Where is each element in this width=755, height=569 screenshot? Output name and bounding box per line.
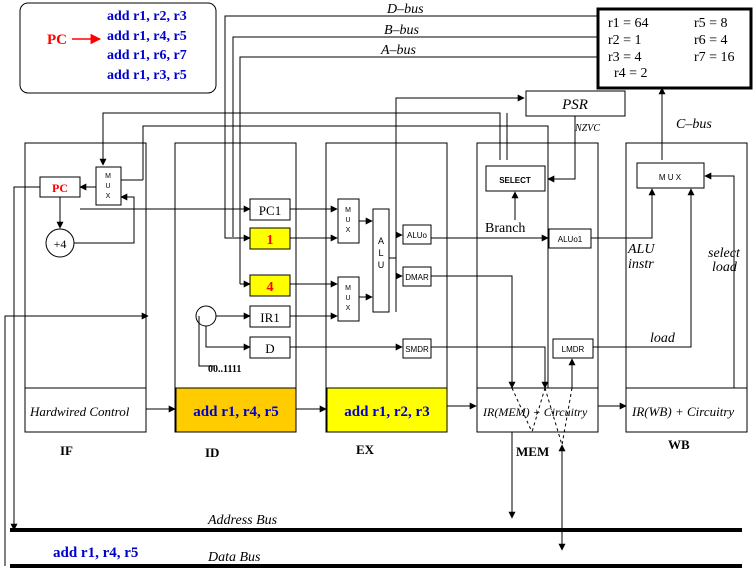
wb-footer: IR(WB) + Circuitry (631, 404, 734, 419)
data-bus-label: Data Bus (207, 550, 261, 565)
register-value: r7 = 16 (694, 50, 735, 65)
if-mux-label-x: X (106, 193, 111, 200)
if-mux (95, 166, 122, 206)
alu-label-l: L (378, 248, 383, 258)
if-mux-label-u: U (105, 183, 110, 190)
b-bus-label: B–bus (384, 23, 420, 38)
id-footer: add r1, r4, r5 (193, 404, 278, 420)
smdr-register: SMDR (405, 345, 429, 354)
pc-register: PC (52, 181, 68, 195)
id-footer-bg (175, 387, 297, 433)
if-mux-label-m: M (105, 173, 111, 180)
stage-name-if: IF (60, 443, 73, 458)
register-value: r5 = 8 (694, 16, 728, 31)
branch-label: Branch (485, 221, 525, 236)
program-box: PC add r1, r2, r3 add r1, r4, r5 add r1,… (19, 2, 217, 94)
stage-name-wb: WB (668, 437, 690, 452)
if-internals: PC M U X +4 (4, 166, 251, 566)
register-value: r1 = 64 (608, 16, 649, 31)
operand-a-register: 1 (267, 233, 274, 248)
ex-footer-bg (326, 387, 448, 433)
alu-unit (372, 208, 390, 313)
program-instruction: add r1, r3, r5 (107, 68, 187, 83)
ex-mux-top-x: X (346, 227, 351, 234)
ir1-register: IR1 (260, 310, 280, 325)
stage-name-ex: EX (356, 442, 375, 457)
d-bus-label: D–bus (386, 2, 424, 17)
wb-mux (636, 162, 705, 189)
alu-instr-label: instr (628, 257, 654, 272)
register-value: r3 = 4 (608, 50, 642, 65)
mem-footer: IR(MEM) + Circuitry (482, 405, 588, 419)
operand-b-register: 4 (267, 280, 274, 295)
lmdr-register: LMDR (562, 345, 585, 354)
stage-mem (476, 142, 599, 433)
dmar-register: DMAR (405, 273, 429, 282)
ex-mux-top-u: U (345, 217, 350, 224)
d-range-label: 00..1111 (208, 364, 241, 375)
system-buses: Address Bus Data Bus add r1, r4, r5 (10, 513, 742, 568)
wb-mux-label: M U X (659, 173, 682, 182)
id-internals: PC1 1 4 IR1 D 00..1111 (195, 170, 291, 375)
d-register: D (265, 341, 274, 356)
ex-mux-top-m: M (345, 207, 351, 214)
ex-mux-bottom-x: X (346, 305, 351, 312)
program-instruction: add r1, r2, r3 (107, 9, 187, 24)
data-bus-instruction: add r1, r4, r5 (53, 545, 138, 561)
ex-mux-bottom-m: M (345, 285, 351, 292)
select-unit: SELECT (499, 176, 531, 185)
register-value: r4 = 2 (614, 66, 648, 81)
bus-wires (99, 15, 666, 388)
mem-internals: SELECT Branch ALUo1 LMDR (431, 165, 594, 551)
aluo-register: ALUo (407, 231, 428, 240)
program-instruction: add r1, r6, r7 (107, 48, 187, 63)
stage-frames (24, 142, 748, 433)
psr-label: PSR (561, 97, 588, 113)
ex-footer: add r1, r2, r3 (344, 404, 429, 420)
wb-internals: M U X ALU instr select load load (591, 162, 741, 388)
select-load-label: select (708, 246, 741, 261)
stage-name-id: ID (205, 445, 219, 460)
program-instruction: add r1, r4, r5 (107, 29, 187, 44)
aluo1-register: ALUo1 (558, 235, 583, 244)
alu-label-a: A (378, 236, 384, 246)
register-value: r6 = 4 (694, 33, 728, 48)
alu-label-u: U (378, 260, 385, 270)
register-value: r2 = 1 (608, 33, 642, 48)
stage-if (24, 142, 147, 433)
footer-arrows (146, 402, 627, 413)
psr-register: PSR NZVC (525, 90, 626, 183)
adder-label: +4 (54, 237, 67, 251)
stage-name-mem: MEM (516, 444, 549, 459)
psr-flags: NZVC (574, 123, 600, 134)
select-load-label: load (712, 260, 738, 275)
alu-instr-label: ALU (627, 242, 655, 257)
pc-pointer-label: PC (47, 32, 67, 48)
c-bus-label: C–bus (676, 117, 712, 132)
register-file: r1 = 64 r2 = 1 r3 = 4 r4 = 2 r5 = 8 r6 =… (596, 7, 753, 90)
stage-wb (625, 142, 748, 433)
ex-mux-bottom-u: U (345, 295, 350, 302)
pc1-register: PC1 (259, 203, 281, 218)
ex-internals: M U X M U X A L U ALUo DMAR SMDR (290, 198, 432, 359)
address-bus-label: Address Bus (207, 513, 278, 528)
if-footer: Hardwired Control (29, 404, 130, 419)
a-bus-label: A–bus (380, 43, 417, 58)
load-label: load (650, 331, 676, 346)
ex-mux-bottom (337, 276, 360, 322)
